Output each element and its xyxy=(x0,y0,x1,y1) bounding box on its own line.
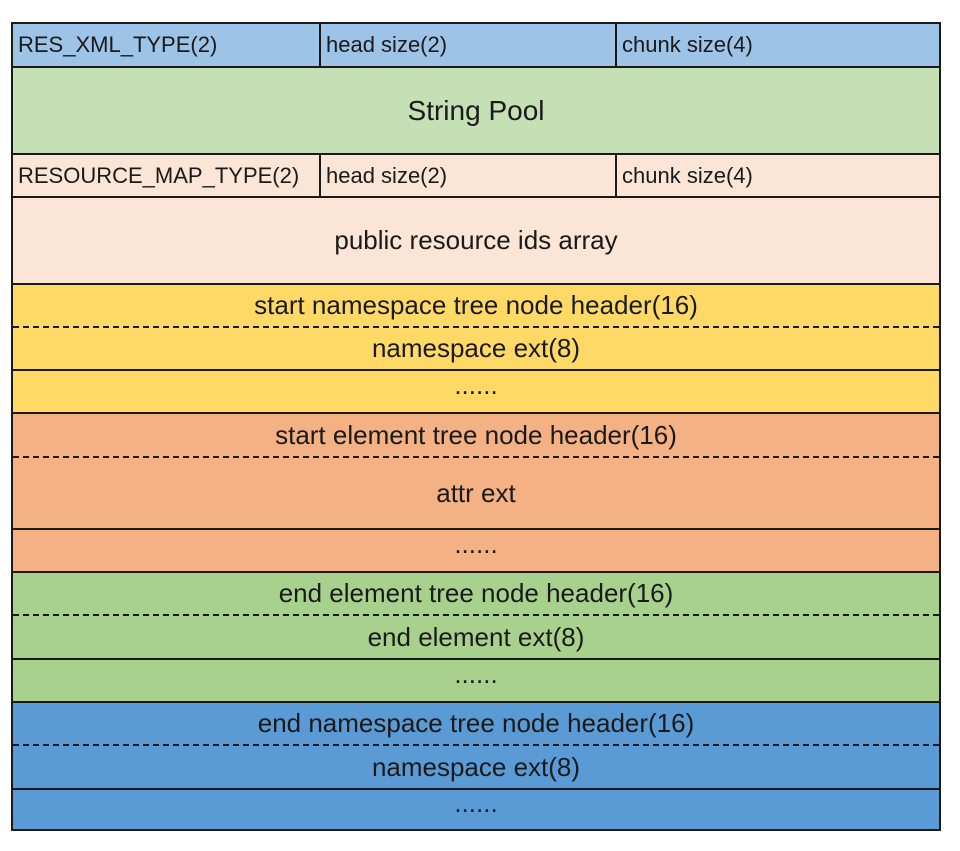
start-element-ellipsis: ...... xyxy=(454,529,498,559)
resource-map-type-cell: RESOURCE_MAP_TYPE(2) xyxy=(13,155,319,196)
resource-ids-label: public resource ids array xyxy=(334,225,618,255)
start-element-more-block: ...... xyxy=(13,529,939,573)
end-element-more-block: ...... xyxy=(13,659,939,703)
xml-chunk-size-cell: chunk size(4) xyxy=(615,24,939,66)
resource-map-head-size-label: head size(2) xyxy=(326,162,448,188)
resource-map-chunk-size-label: chunk size(4) xyxy=(622,162,753,188)
string-pool-label: String Pool xyxy=(407,94,545,126)
xml-header-row: RES_XML_TYPE(2) head size(2) chunk size(… xyxy=(13,24,939,68)
end-element-ext-label: end element ext(8) xyxy=(367,621,585,652)
start-namespace-header-block: start namespace tree node header(16) xyxy=(13,285,939,328)
resource-ids-block: public resource ids array xyxy=(13,198,939,285)
resource-map-chunk-size-cell: chunk size(4) xyxy=(615,155,939,196)
end-namespace-header-block: end namespace tree node header(16) xyxy=(13,703,939,746)
end-namespace-ext-label: namespace ext(8) xyxy=(371,751,581,782)
start-element-header-label: start element tree node header(16) xyxy=(275,419,677,450)
resource-map-header-row: RESOURCE_MAP_TYPE(2) head size(2) chunk … xyxy=(13,155,939,198)
resource-map-head-size-cell: head size(2) xyxy=(319,155,615,196)
start-namespace-ext-block: namespace ext(8) xyxy=(13,328,939,371)
xml-head-size-label: head size(2) xyxy=(326,32,448,57)
start-namespace-more-block: ...... xyxy=(13,370,939,414)
xml-head-size-cell: head size(2) xyxy=(319,24,615,66)
end-element-header-block: end element tree node header(16) xyxy=(13,573,939,616)
end-element-ext-block: end element ext(8) xyxy=(13,616,939,660)
end-element-ellipsis: ...... xyxy=(454,659,498,689)
start-element-attr-ext-block: attr ext xyxy=(13,458,939,530)
start-element-header-block: start element tree node header(16) xyxy=(13,414,939,458)
xml-type-label: RES_XML_TYPE(2) xyxy=(18,32,218,57)
end-namespace-more-block: ...... xyxy=(13,788,939,829)
start-namespace-ext-label: namespace ext(8) xyxy=(371,333,581,363)
xml-chunk-structure-diagram: RES_XML_TYPE(2) head size(2) chunk size(… xyxy=(11,22,941,831)
xml-chunk-size-label: chunk size(4) xyxy=(622,32,753,57)
end-namespace-header-label: end namespace tree node header(16) xyxy=(257,708,695,738)
start-element-attr-ext-label: attr ext xyxy=(436,477,516,508)
start-namespace-ellipsis: ...... xyxy=(454,370,498,400)
resource-map-type-label: RESOURCE_MAP_TYPE(2) xyxy=(18,162,300,188)
start-namespace-header-label: start namespace tree node header(16) xyxy=(254,290,698,320)
end-namespace-ext-block: namespace ext(8) xyxy=(13,746,939,790)
end-namespace-ellipsis: ...... xyxy=(454,788,498,818)
xml-type-cell: RES_XML_TYPE(2) xyxy=(13,24,319,66)
string-pool-block: String Pool xyxy=(13,68,939,155)
end-element-header-label: end element tree node header(16) xyxy=(278,578,674,608)
